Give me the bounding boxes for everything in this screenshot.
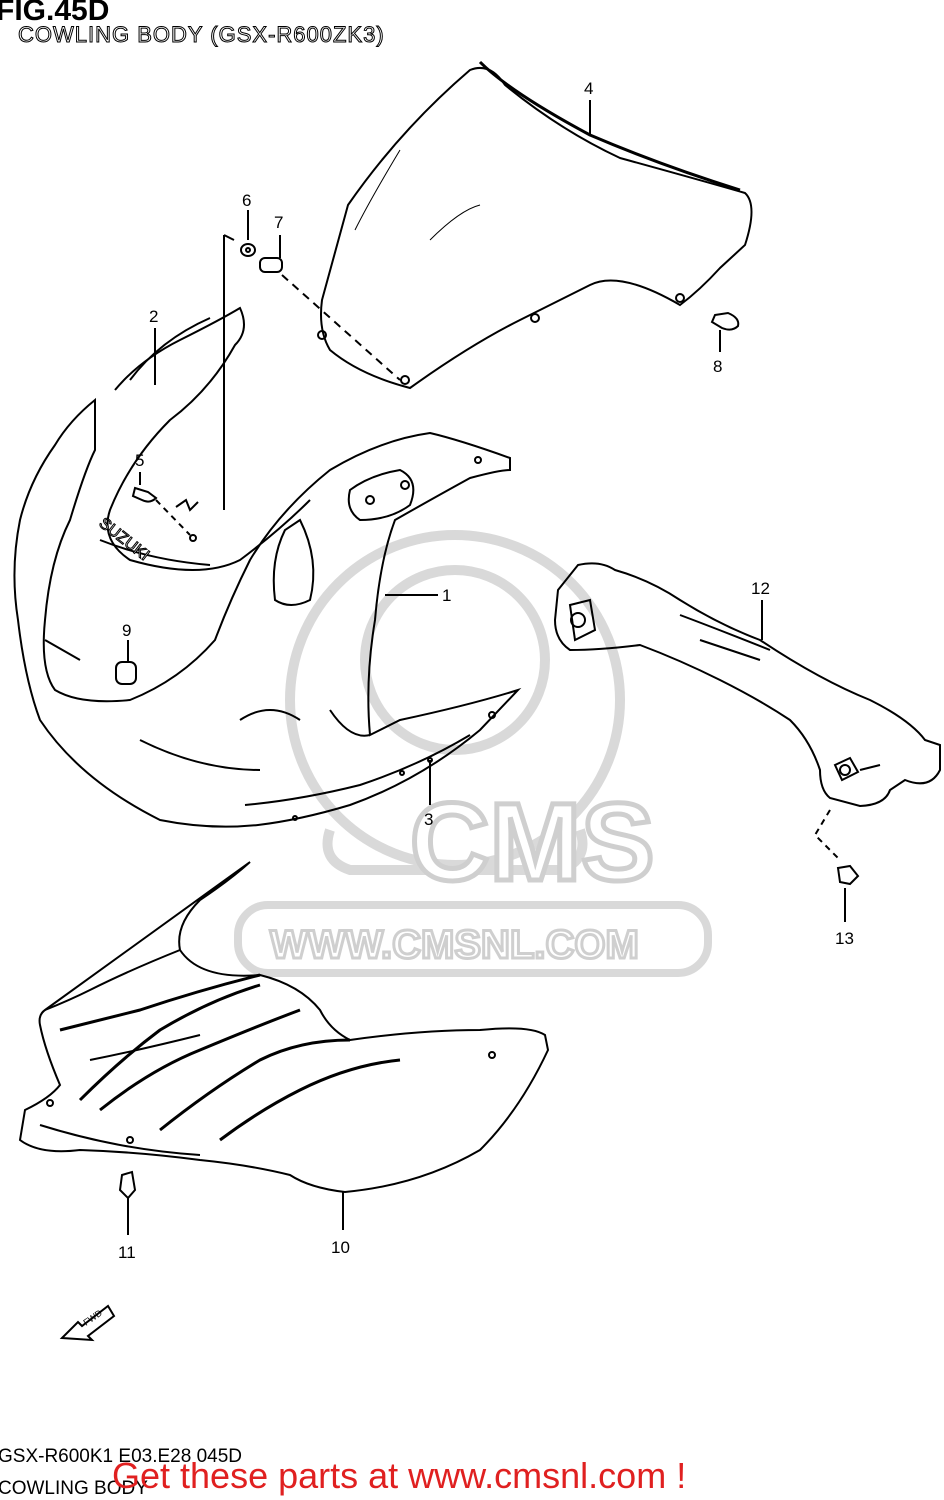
under-cowling-outline: [18, 861, 550, 1194]
part-number-10: 10: [331, 1238, 350, 1257]
part-number-11: 11: [118, 1243, 136, 1262]
part-number-1: 1: [442, 586, 451, 605]
front-cowling-outline: [13, 397, 522, 828]
part-number-13: 13: [835, 929, 854, 948]
part-number-3: 3: [424, 810, 433, 829]
windscreen-outline: [320, 66, 753, 390]
inner-bracket-outline: [553, 562, 941, 808]
part-number-7: 7: [274, 213, 283, 232]
diagram-code: GSX-R600K1 E03.E28 045D: [0, 1446, 242, 1467]
watermark-logo: CMS WWW.CMSNL.COM: [234, 530, 712, 977]
part-number-12: 12: [751, 579, 770, 598]
buy-parts-link[interactable]: Get these parts at www.cmsnl.com !: [112, 1455, 687, 1496]
figure-subtitle: COWLING BODY (GSX-R600ZK3): [18, 22, 385, 48]
cowling-brand-text: SUZUKI: [96, 515, 153, 565]
fwd-arrow-icon: [59, 1304, 116, 1342]
part-number-6: 6: [242, 191, 251, 210]
diagram-name: COWLING BODY: [0, 1478, 148, 1499]
part-number-4: 4: [584, 79, 593, 98]
figure-title: FIG.45D: [0, 0, 110, 27]
part-number-2: 2: [149, 307, 158, 326]
part-number-8: 8: [713, 357, 722, 376]
watermark-logo-text: CMS: [410, 781, 654, 904]
part-number-5: 5: [135, 451, 144, 470]
watermark-url: WWW.CMSNL.COM: [270, 923, 639, 967]
part-number-9: 9: [122, 621, 131, 640]
